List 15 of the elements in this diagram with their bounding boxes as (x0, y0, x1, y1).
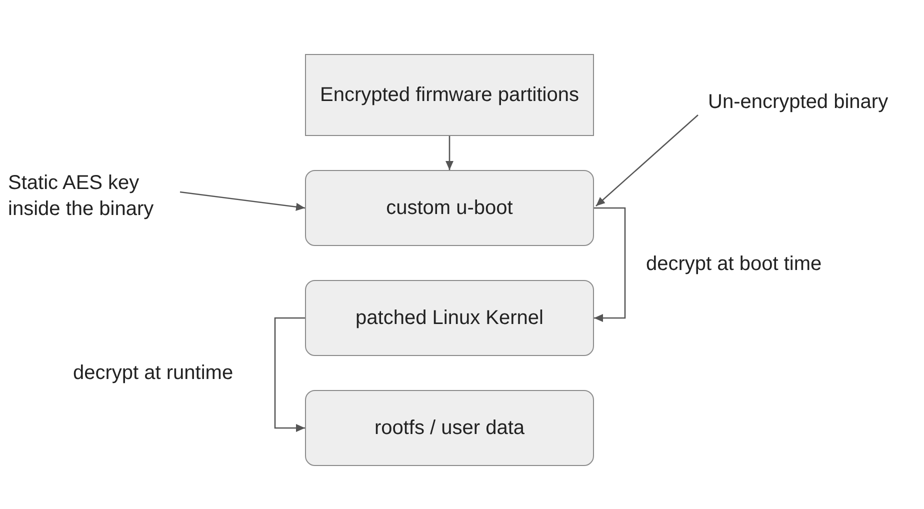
node-label: rootfs / user data (374, 416, 525, 441)
arrow (180, 191, 306, 211)
arrow (594, 207, 626, 322)
arrow (446, 136, 454, 170)
node-label: custom u-boot (386, 196, 513, 221)
node-label: Static AES key inside the binary (8, 171, 155, 222)
node-label: Encrypted firmware partitions (320, 83, 579, 108)
process-box (305, 280, 594, 356)
process-box (305, 170, 594, 246)
process-box (305, 390, 594, 466)
node-label: Un-encrypted binary (708, 90, 890, 115)
arrow (596, 114, 698, 206)
node-label: patched Linux Kernel (356, 306, 544, 331)
process-box (305, 54, 594, 136)
arrow (274, 317, 305, 432)
